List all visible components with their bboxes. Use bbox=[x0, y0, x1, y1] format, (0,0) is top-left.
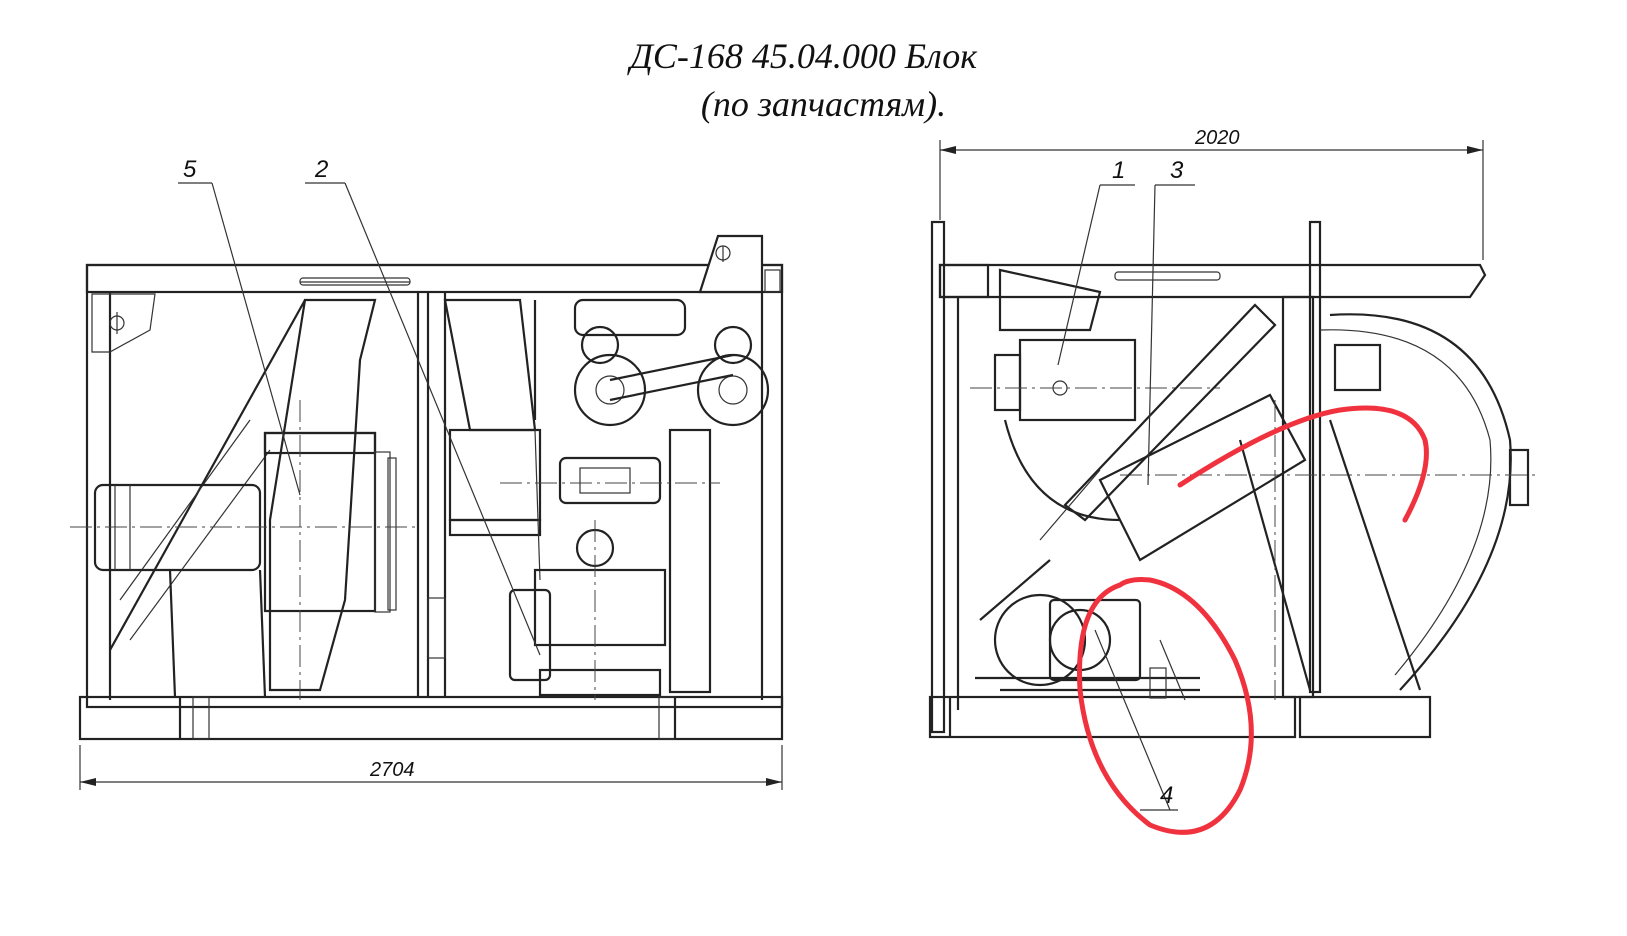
drawing-subtitle: (по запчастям). bbox=[700, 84, 947, 124]
callout-3: 3 bbox=[1147, 157, 1195, 486]
callout-2: 2 bbox=[305, 156, 541, 656]
callout-5: 5 bbox=[178, 156, 301, 496]
callout-1: 1 bbox=[1057, 157, 1135, 366]
red-circle-annotation bbox=[1077, 577, 1254, 835]
right-side-view bbox=[928, 140, 1540, 739]
callout-5-label: 5 bbox=[183, 156, 197, 183]
width-dimension-right: 2020 bbox=[1194, 127, 1240, 149]
callout-3-label: 3 bbox=[1170, 157, 1184, 184]
callout-2-label: 2 bbox=[314, 156, 328, 183]
red-arc-annotation bbox=[1177, 405, 1429, 523]
callout-4: 4 bbox=[1094, 629, 1178, 811]
drawing-title: ДС-168 45.04.000 Блок bbox=[629, 36, 978, 76]
callout-1-label: 1 bbox=[1112, 157, 1125, 184]
width-dimension-left: 2704 bbox=[369, 759, 415, 781]
left-side-view bbox=[70, 234, 784, 790]
callout-4-label: 4 bbox=[1160, 782, 1173, 809]
